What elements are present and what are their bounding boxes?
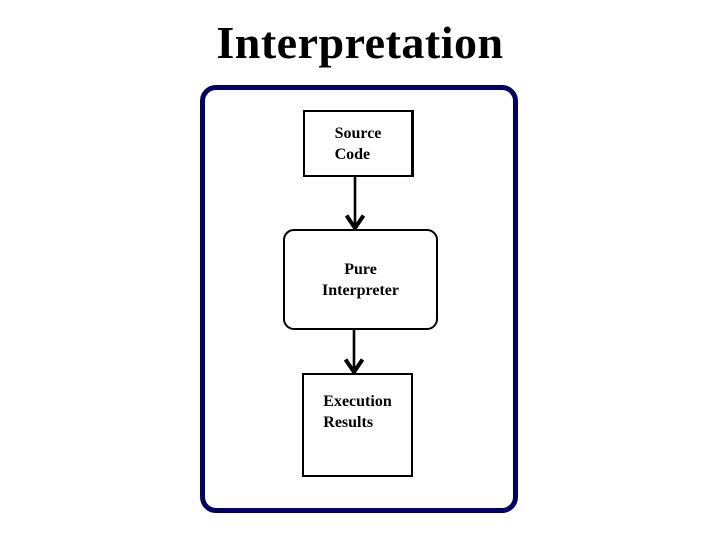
node-label: Execution Results: [323, 391, 391, 433]
node-label-line: Results: [323, 414, 374, 431]
node-source-code: Source Code: [303, 110, 414, 177]
node-label-line: Pure: [344, 260, 377, 278]
node-execution-results: Execution Results: [302, 373, 413, 477]
node-label: Pure Interpreter: [322, 259, 399, 301]
node-label-line: Source: [334, 124, 382, 142]
slide-title: Interpretation: [216, 17, 504, 68]
node-label-line: Code: [334, 145, 371, 163]
diagram-frame: [200, 85, 518, 513]
node-label-line: Execution: [323, 393, 392, 410]
arrow-down-icon: [343, 330, 365, 374]
arrow-down-icon: [344, 177, 366, 230]
node-pure-interpreter: Pure Interpreter: [283, 229, 438, 330]
node-label: Source Code: [335, 123, 382, 165]
node-label-line: Interpreter: [322, 281, 399, 299]
